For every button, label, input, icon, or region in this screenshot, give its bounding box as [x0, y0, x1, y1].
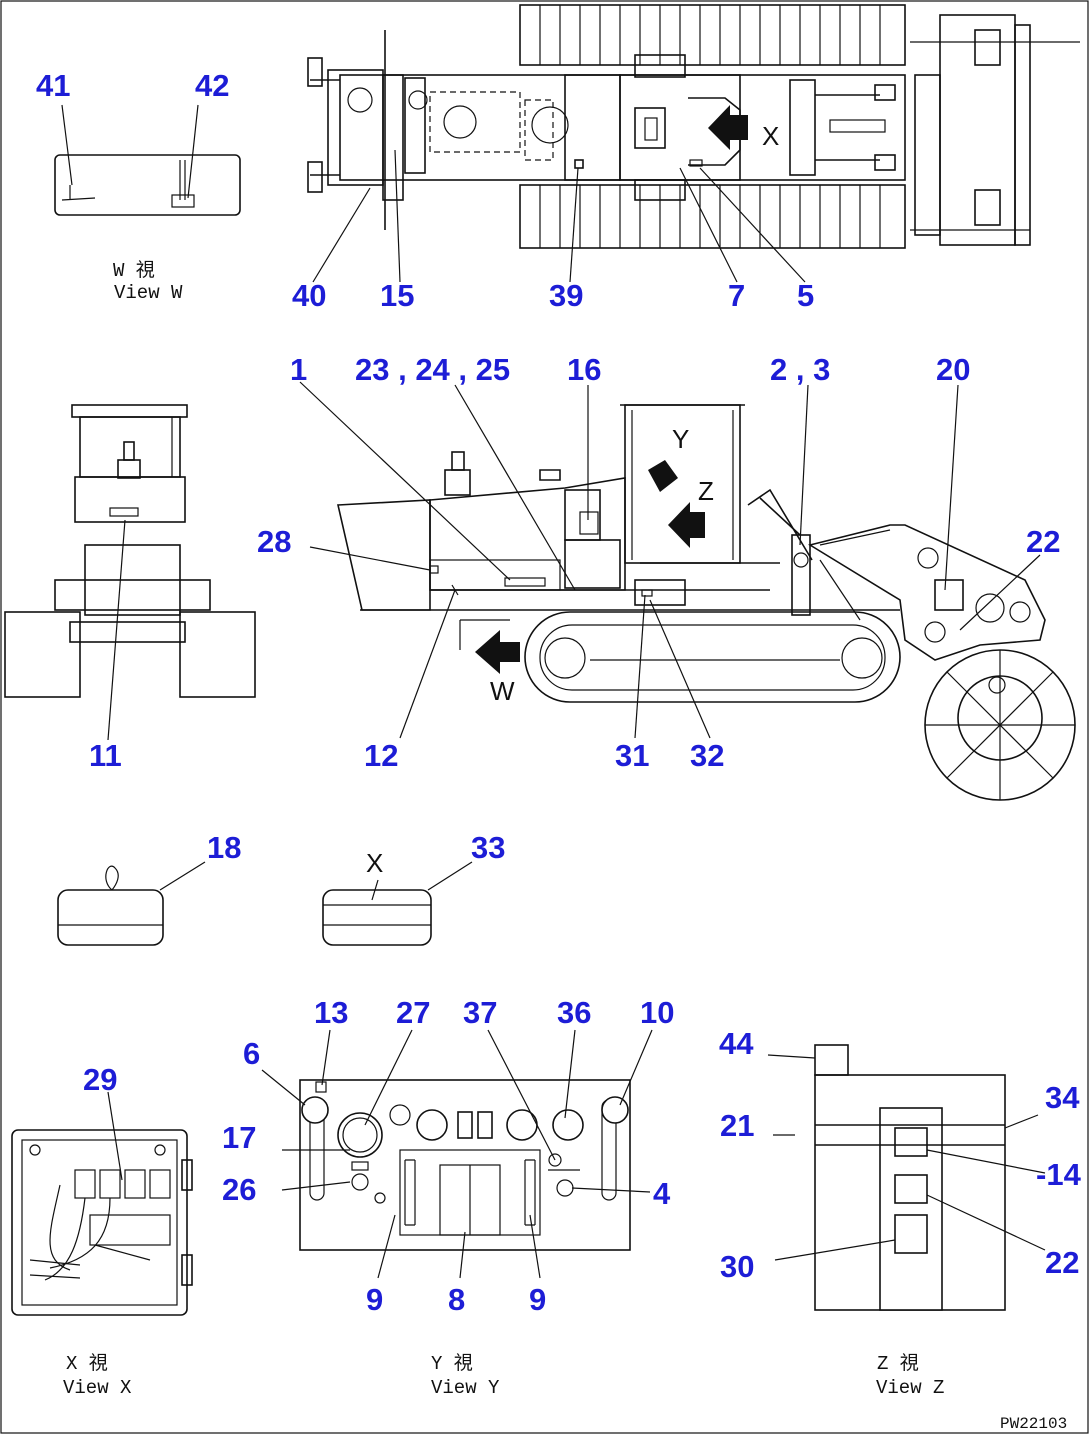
callout-10: 10	[640, 995, 674, 1030]
view-marker-x-top: X	[762, 121, 779, 151]
view-marker-z-side: Z	[698, 476, 714, 506]
callout-9-right: 9	[529, 1282, 546, 1317]
callout-11: 11	[89, 738, 122, 773]
view-y	[261, 1029, 653, 1279]
drawing-code: PW22103	[1000, 1415, 1067, 1433]
caption-z-jp: Z 視	[877, 1352, 919, 1375]
view-marker-w-side: W	[490, 676, 515, 706]
front-view	[4, 404, 256, 741]
caption-y-en: View Y	[431, 1377, 500, 1399]
view-x	[11, 1091, 193, 1316]
decal-detail-33: X	[322, 848, 473, 946]
callout-33: 33	[471, 830, 505, 865]
callout-31: 31	[615, 738, 649, 773]
callout-18: 18	[207, 830, 241, 865]
callout-4: 4	[653, 1176, 671, 1211]
callout-9-left: 9	[366, 1282, 383, 1317]
view-z	[767, 1044, 1046, 1311]
callout-7: 7	[728, 278, 745, 313]
callout-6: 6	[243, 1036, 260, 1071]
callout-37: 37	[463, 995, 497, 1030]
callout-44: 44	[719, 1026, 754, 1061]
callout-28: 28	[257, 524, 291, 559]
callout-5: 5	[797, 278, 814, 313]
callout-12: 12	[364, 738, 398, 773]
callout-32: 32	[690, 738, 724, 773]
callout-22-side: 22	[1026, 524, 1060, 559]
callout-29: 29	[83, 1062, 117, 1097]
callout-36: 36	[557, 995, 591, 1030]
callout-40: 40	[292, 278, 326, 313]
callout-1: 1	[290, 352, 307, 387]
callout-27: 27	[396, 995, 430, 1030]
callout-41: 41	[36, 68, 70, 103]
view-marker-x-decal: X	[366, 848, 383, 878]
callout-8: 8	[448, 1282, 465, 1317]
callout-13: 13	[314, 995, 348, 1030]
side-view: Y Z W	[299, 381, 1076, 801]
caption-x-jp: X 視	[66, 1352, 108, 1375]
callout-numbers: 41 42 40 15 39 7 5 1 23 , 24 , 25 16 2 ,…	[36, 68, 1082, 1317]
view-marker-y-side: Y	[672, 424, 689, 454]
view-captions: W 視 View W X 視 View X Y 視 View Y Z 視 Vie…	[63, 259, 1067, 1433]
caption-x-en: View X	[63, 1377, 132, 1399]
callout-42: 42	[195, 68, 229, 103]
caption-y-jp: Y 視	[431, 1352, 473, 1375]
decal-detail-18	[57, 861, 206, 946]
callout-2-3: 2 , 3	[770, 352, 830, 387]
callout-17: 17	[222, 1120, 256, 1155]
view-w	[54, 104, 241, 216]
caption-w-en: View W	[114, 282, 183, 304]
callout-16: 16	[567, 352, 601, 387]
callout-15: 15	[380, 278, 414, 313]
callout-30: 30	[720, 1249, 754, 1284]
callout-20: 20	[936, 352, 970, 387]
callout-21: 21	[720, 1108, 754, 1143]
top-view: X	[307, 4, 1080, 283]
callout-39: 39	[549, 278, 583, 313]
callout-23-24-25: 23 , 24 , 25	[355, 352, 510, 387]
caption-w-jp: W 視	[113, 259, 155, 282]
callout-22-z: 22	[1045, 1245, 1079, 1280]
callout-26: 26	[222, 1172, 256, 1207]
caption-z-en: View Z	[876, 1377, 944, 1399]
callout-14: -14	[1036, 1157, 1082, 1192]
callout-34: 34	[1045, 1080, 1080, 1115]
